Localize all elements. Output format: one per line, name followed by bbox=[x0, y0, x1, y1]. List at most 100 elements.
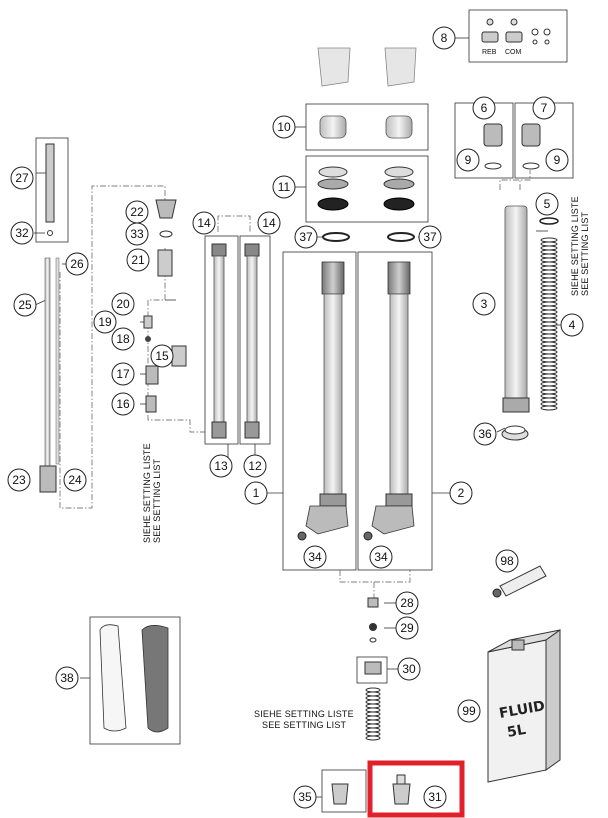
part-38-guards bbox=[99, 624, 169, 733]
callout-label: 18 bbox=[116, 332, 130, 346]
callout-label: 4 bbox=[569, 318, 576, 332]
callout-14-2: 14 bbox=[257, 211, 281, 235]
box-part-2 bbox=[357, 251, 433, 571]
callout-label: 2 bbox=[458, 486, 465, 500]
box-part-1 bbox=[282, 251, 357, 571]
callout-label: 13 bbox=[214, 459, 228, 473]
callout-label: 11 bbox=[278, 180, 291, 194]
callout-20: 20 bbox=[111, 292, 135, 316]
note-de-bottom: SIEHE SETTING LISTE bbox=[254, 709, 354, 719]
callout-label: 29 bbox=[400, 621, 414, 635]
callout-11: 11 bbox=[272, 175, 296, 199]
part-6-cap bbox=[483, 123, 503, 170]
callout-16: 16 bbox=[111, 392, 135, 416]
box-part-30 bbox=[356, 656, 388, 684]
box-part-35 bbox=[321, 769, 367, 813]
box-part-8 bbox=[468, 9, 568, 63]
callout-25: 25 bbox=[13, 293, 37, 317]
callout-label: 1 bbox=[253, 486, 260, 500]
callout-label: 37 bbox=[299, 230, 313, 244]
part-25-rod bbox=[39, 257, 60, 493]
part-35-bolt bbox=[331, 783, 349, 805]
callout-9-2: 9 bbox=[545, 148, 569, 172]
callout-label: 98 bbox=[500, 554, 514, 568]
callout-label: 33 bbox=[130, 227, 144, 241]
callout-1: 1 bbox=[244, 481, 268, 505]
label-fluid-volume: 5L bbox=[506, 722, 527, 741]
callout-label: 28 bbox=[400, 596, 414, 610]
part-33-ring bbox=[159, 230, 173, 238]
callout-label: 8 bbox=[441, 31, 448, 45]
part-17-spring bbox=[145, 365, 159, 385]
callout-29: 29 bbox=[395, 616, 419, 640]
callout-label: 34 bbox=[374, 550, 388, 564]
callout-label: 7 bbox=[541, 101, 548, 115]
part-98-grease-tube bbox=[492, 565, 547, 598]
callout-24: 24 bbox=[63, 468, 87, 492]
callout-21: 21 bbox=[126, 248, 150, 272]
box-part-38 bbox=[89, 616, 181, 745]
callout-8: 8 bbox=[432, 26, 456, 50]
box-part-11 bbox=[305, 155, 429, 223]
part-3-tube bbox=[502, 205, 530, 413]
part-16-nut bbox=[145, 395, 157, 413]
callout-38: 38 bbox=[55, 666, 79, 690]
callout-35: 35 bbox=[293, 785, 317, 809]
callout-label: 12 bbox=[248, 459, 262, 473]
note-en-cartridge: SEE SETTING LIST bbox=[152, 458, 162, 543]
callout-36: 36 bbox=[473, 422, 497, 446]
callout-37: 37 bbox=[294, 225, 318, 249]
callout-3: 3 bbox=[472, 292, 496, 316]
callout-label: 21 bbox=[131, 253, 145, 267]
highlight-box bbox=[367, 760, 465, 818]
part-21-piston bbox=[157, 249, 173, 277]
callout-label: 26 bbox=[70, 257, 84, 271]
callout-28: 28 bbox=[395, 591, 419, 615]
part-18-ball bbox=[145, 336, 151, 342]
part-1-outer-tube bbox=[297, 261, 349, 541]
note-en-bottom: SEE SETTING LIST bbox=[262, 720, 347, 730]
callout-6: 6 bbox=[472, 96, 496, 120]
callout-label: 27 bbox=[15, 171, 29, 185]
callout-label: 36 bbox=[478, 427, 492, 441]
note-de-spring: SIEHE SETTING LISTE bbox=[570, 196, 580, 296]
callout-17: 17 bbox=[111, 362, 135, 386]
callout-22: 22 bbox=[125, 200, 149, 224]
note-de-cartridge: SIEHE SETTING LISTE bbox=[142, 443, 152, 543]
callout-label: 6 bbox=[481, 101, 488, 115]
callout-label: 14 bbox=[197, 216, 211, 230]
box-part-13 bbox=[204, 235, 239, 445]
callout-19: 19 bbox=[93, 310, 117, 334]
callout-13: 13 bbox=[209, 454, 233, 478]
callout-30: 30 bbox=[397, 657, 421, 681]
part-37-rings bbox=[322, 232, 415, 242]
part-13-cartridge bbox=[211, 243, 227, 439]
setting-list-spring bbox=[365, 687, 381, 741]
callout-33: 33 bbox=[125, 222, 149, 246]
callout-9: 9 bbox=[456, 148, 480, 172]
group-boxes bbox=[35, 9, 574, 813]
box-part-27 bbox=[35, 137, 69, 243]
callout-4: 4 bbox=[560, 313, 584, 337]
callout-label: 30 bbox=[402, 662, 416, 676]
part-15-valve bbox=[171, 345, 187, 367]
callout-label: 16 bbox=[116, 397, 130, 411]
part-99-fluid-can bbox=[487, 629, 561, 783]
part-22-cap bbox=[155, 199, 177, 219]
callout-31: 31 bbox=[423, 785, 447, 809]
callout-7: 7 bbox=[532, 96, 556, 120]
callout-2: 2 bbox=[449, 481, 473, 505]
callout-label: 10 bbox=[277, 120, 291, 134]
callout-27: 27 bbox=[10, 166, 34, 190]
part-29-oring bbox=[369, 623, 377, 631]
callout-10: 10 bbox=[272, 115, 296, 139]
part-8-adjusters bbox=[481, 18, 551, 45]
callout-label: 9 bbox=[554, 153, 561, 167]
callout-14: 14 bbox=[192, 211, 216, 235]
callout-label: 3 bbox=[481, 297, 488, 311]
part-5-ring bbox=[539, 217, 559, 225]
part-31-bolt bbox=[392, 774, 411, 805]
callout-15: 15 bbox=[150, 344, 174, 368]
